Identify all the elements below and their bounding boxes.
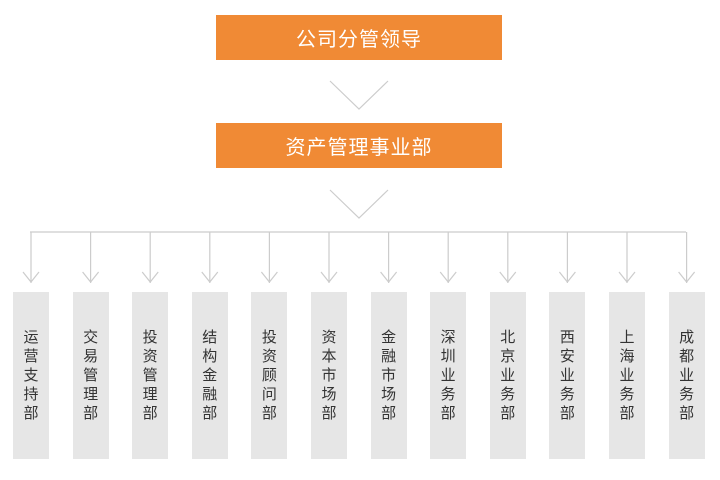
department-box: 投资顾问部 [251,292,288,459]
asset-management-division-box: 资产管理事业部 [216,123,502,168]
department-label: 成都业务部 [679,328,695,422]
department-box: 投资管理部 [132,292,169,459]
drop-arrow-icon [201,271,219,283]
drop-arrow-icon [558,271,576,283]
department-label: 投资管理部 [142,328,158,422]
department-label: 西安业务部 [559,328,575,422]
department-box: 运营支持部 [13,292,49,459]
department-box: 结构金融部 [191,292,228,459]
drop-arrow-icon [499,271,517,283]
company-leader-box: 公司分管领导 [216,15,502,60]
department-label: 上海业务部 [619,328,635,422]
department-box: 成都业务部 [668,292,705,459]
department-label: 深圳业务部 [440,328,456,422]
drop-arrow-icon [439,271,457,283]
department-box: 北京业务部 [489,292,526,459]
department-box: 金融市场部 [370,292,407,459]
chevron-arrow-1 [329,80,389,110]
department-box: 深圳业务部 [430,292,467,459]
department-label: 运营支持部 [23,328,39,422]
drop-arrow-icon [22,271,40,283]
drop-arrow-icon [678,271,696,283]
drop-arrow-icon [618,271,636,283]
company-leader-label: 公司分管领导 [296,27,422,51]
department-label: 结构金融部 [202,328,218,422]
department-label: 资本市场部 [321,328,337,422]
department-box: 资本市场部 [311,292,347,459]
department-box: 西安业务部 [549,292,586,459]
asset-management-division-label: 资产管理事业部 [285,135,433,159]
drop-arrow-icon [141,271,159,283]
drop-arrow-icon [320,271,338,283]
department-label: 金融市场部 [381,328,397,422]
chevron-arrow-2 [329,189,389,219]
department-box: 上海业务部 [609,292,645,459]
drop-arrow-icon [380,271,398,283]
drop-arrow-icon [82,271,100,283]
department-label: 交易管理部 [83,328,99,422]
department-label: 北京业务部 [500,328,516,422]
drop-arrow-icon [260,271,278,283]
department-box: 交易管理部 [72,292,109,459]
department-label: 投资顾问部 [261,328,277,422]
